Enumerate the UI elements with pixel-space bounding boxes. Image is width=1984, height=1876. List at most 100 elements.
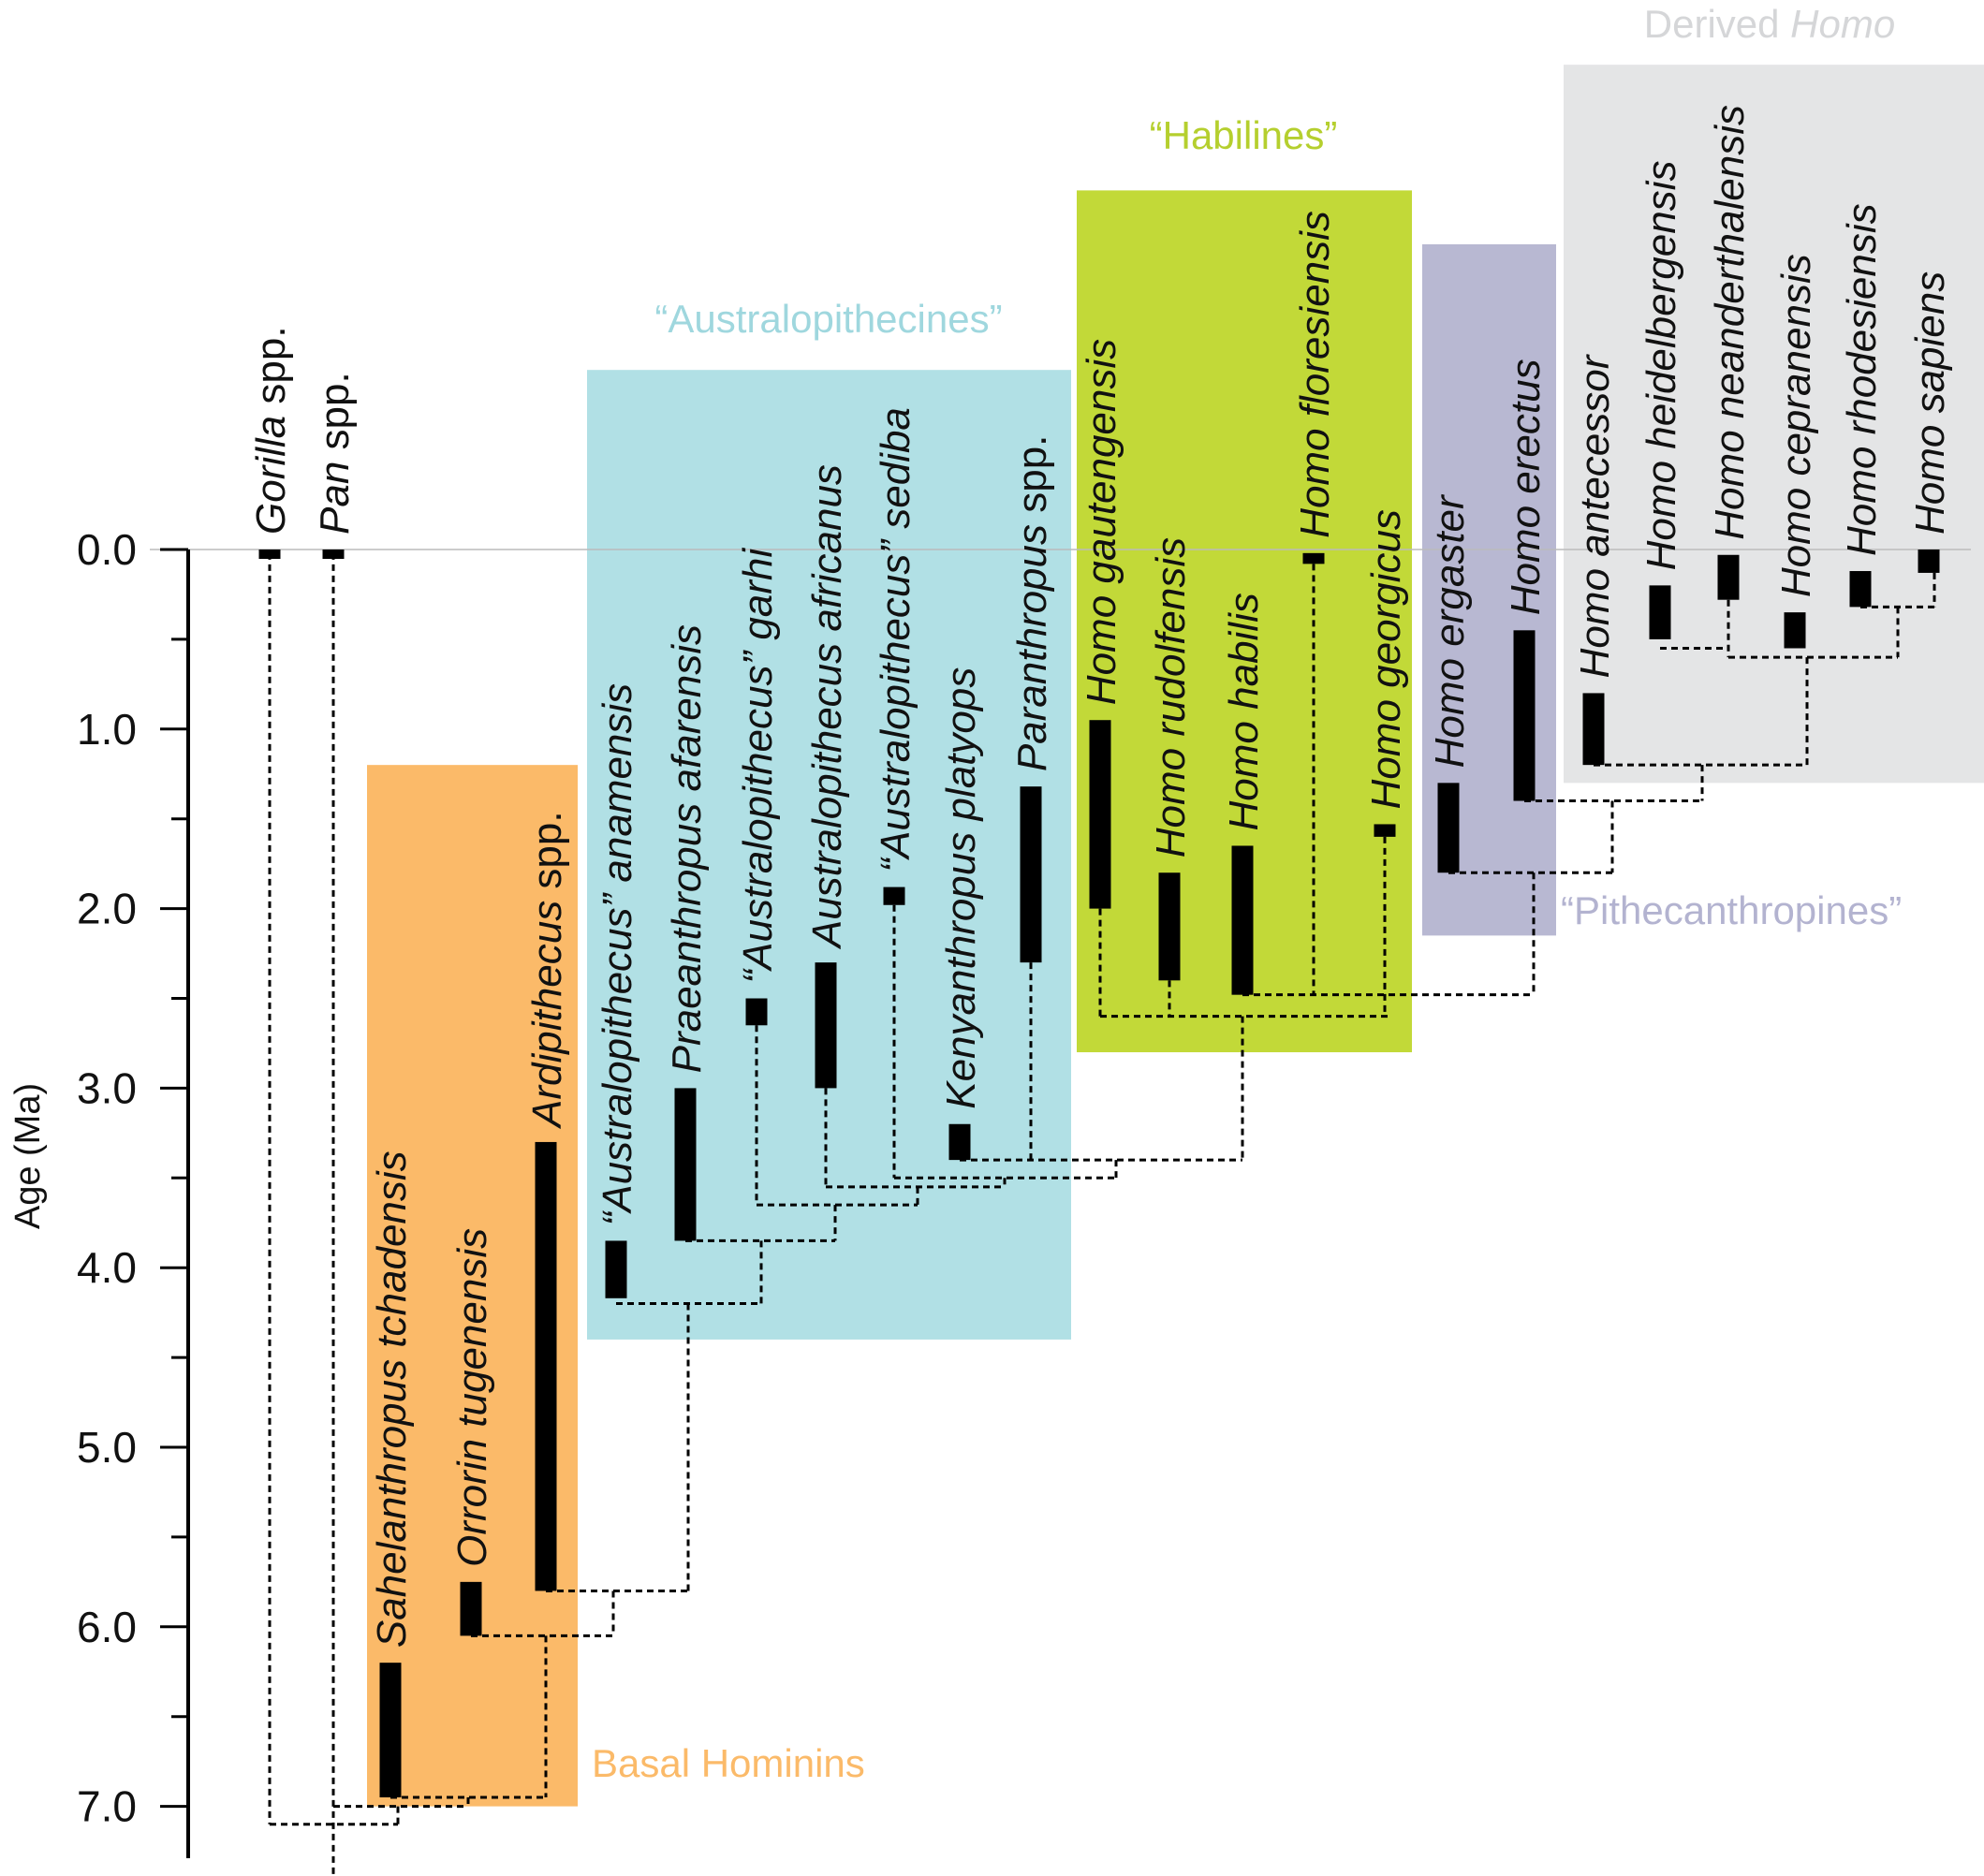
taxon-label-part: Homo erectus [1503, 359, 1549, 615]
group-box-derived_homo [1564, 65, 1984, 784]
taxon-label-part: Homo sapiens [1907, 271, 1953, 535]
taxon-label-part: Homo habilis [1221, 593, 1267, 830]
range-bar-rudolfensis [1158, 872, 1181, 981]
taxon-label-part: Pan [312, 462, 358, 535]
y-tick-label: 2.0 [77, 885, 137, 933]
taxon-label-part: Sahelanthropus tchadensis [369, 1151, 415, 1648]
taxon-label-part: Australopithecus africanus [804, 464, 850, 950]
y-tick-label: 0.0 [77, 525, 137, 574]
y-tick-label: 5.0 [77, 1423, 137, 1472]
range-bar-sediba [883, 887, 905, 905]
taxon-label-part: spp. [1009, 435, 1055, 524]
taxon-label-part: Ardipithecus [524, 901, 570, 1130]
taxon-label-habilis: Homo habilis [1221, 593, 1267, 830]
y-tick-label: 6.0 [77, 1603, 137, 1651]
range-bar-anamensis [605, 1240, 627, 1298]
taxon-label-antecessor: Homo antecessor [1572, 353, 1618, 678]
taxon-label-sediba: “Australopithecus” sediba [873, 407, 919, 872]
range-bar-paranthropus [1020, 786, 1042, 963]
taxon-label-part: spp. [248, 326, 294, 415]
taxon-label-part: Homo floresiensis [1292, 211, 1338, 538]
range-bar-ardipithecus [535, 1141, 557, 1591]
taxon-label-part: Homo gautengensis [1079, 339, 1124, 705]
group-label-part: “Australopithecines” [654, 297, 1002, 341]
taxon-label-part: Homo georgicus [1363, 509, 1409, 809]
range-bar-ergaster [1437, 783, 1460, 873]
taxon-label-heidelbergensis: Homo heidelbergensis [1639, 161, 1684, 571]
taxon-label-rhodesiensis: Homo rhodesiensis [1839, 203, 1885, 556]
group-label-derived_homo: Derived Homo [1644, 2, 1895, 46]
branch-lines [268, 552, 1936, 1876]
taxon-label-rudolfensis: Homo rudolfensis [1148, 537, 1194, 857]
y-axis: 0.0 1.0 2.0 3.0 4.0 5.0 6.0 7.0 [77, 525, 1971, 1858]
taxon-label-garhi: “Australopithecus” garhi [735, 548, 781, 984]
taxon-label-part: Homo cepranensis [1773, 254, 1819, 597]
taxon-label-erectus: Homo erectus [1503, 359, 1549, 615]
range-bar-gorilla [258, 550, 281, 559]
taxon-label-ergaster: Homo ergaster [1427, 493, 1473, 768]
taxon-label-part: Homo antecessor [1572, 353, 1618, 678]
taxon-label-floresiensis: Homo floresiensis [1292, 211, 1338, 538]
range-bar-sapiens [1918, 550, 1940, 573]
range-bar-antecessor [1582, 693, 1605, 766]
range-bar-gautengensis [1089, 720, 1111, 909]
taxon-label-part: Homo rhodesiensis [1839, 203, 1885, 556]
range-bar-platyops [948, 1123, 971, 1161]
taxon-labels: Gorilla spp.Pan spp.Sahelanthropus tchad… [248, 105, 1953, 1648]
taxon-label-part: Homo ergaster [1427, 493, 1473, 768]
taxon-label-part: Homo rudolfensis [1148, 537, 1194, 857]
taxon-label-orrorin: Orrorin tugenensis [449, 1228, 495, 1567]
taxon-label-sapiens: Homo sapiens [1907, 271, 1953, 535]
taxon-label-part: spp. [312, 372, 358, 461]
taxon-label-part: “Australopithecus” anamensis [595, 683, 640, 1226]
group-label-australopithecines: “Australopithecines” [654, 297, 1002, 341]
group-label-pithecanthropines: “Pithecanthropines” [1561, 888, 1902, 932]
taxon-label-part: spp. [524, 811, 570, 900]
y-tick-label: 1.0 [77, 705, 137, 754]
group-labels: Basal Hominins “Australopithecines” “Habil… [592, 2, 1902, 1785]
taxon-label-africanus: Australopithecus africanus [804, 464, 850, 950]
taxon-label-part: “Australopithecus” garhi [735, 548, 781, 984]
range-bar-georgicus [1374, 824, 1396, 837]
y-tick-label: 7.0 [77, 1782, 137, 1831]
taxon-label-pan: Pan spp. [312, 372, 358, 535]
taxon-label-part: Praeanthropus afarensis [664, 624, 710, 1073]
taxon-label-gautengensis: Homo gautengensis [1079, 339, 1124, 705]
group-label-part: “Habilines” [1150, 113, 1338, 157]
taxon-label-part: Gorilla [248, 416, 294, 535]
range-bar-pan [322, 550, 345, 559]
range-bar-cepranensis [1784, 612, 1806, 649]
taxon-label-sahelanthropus: Sahelanthropus tchadensis [369, 1151, 415, 1648]
taxon-label-gorilla: Gorilla spp. [248, 326, 294, 535]
group-label-part: Homo [1790, 2, 1895, 46]
y-axis-title: Age (Ma) [8, 1083, 48, 1229]
group-label-part: Derived [1644, 2, 1790, 46]
group-label-basal: Basal Hominins [592, 1741, 865, 1785]
group-boxes [367, 65, 1984, 1807]
range-bar-erectus [1513, 630, 1536, 801]
taxon-label-part: Orrorin tugenensis [449, 1228, 495, 1567]
taxon-label-anamensis: “Australopithecus” anamensis [595, 683, 640, 1226]
y-tick-label: 4.0 [77, 1243, 137, 1292]
group-label-part: Basal Hominins [592, 1741, 865, 1785]
taxon-label-platyops: Kenyanthropus platyops [938, 667, 984, 1109]
range-bar-garhi [745, 998, 768, 1026]
taxon-label-ardipithecus: Ardipithecus spp. [524, 811, 570, 1130]
range-bar-rhodesiensis [1849, 571, 1872, 608]
taxon-label-neanderthalensis: Homo neanderthalensis [1707, 105, 1753, 540]
range-bar-habilis [1231, 845, 1254, 995]
taxon-label-afarensis: Praeanthropus afarensis [664, 624, 710, 1073]
taxon-label-cepranensis: Homo cepranensis [1773, 254, 1819, 597]
y-tick-label: 3.0 [77, 1063, 137, 1112]
range-bar-heidelbergensis [1649, 585, 1671, 639]
group-label-habilines: “Habilines” [1150, 113, 1338, 157]
range-bar-orrorin [460, 1581, 482, 1636]
taxon-label-part: Paranthropus [1009, 524, 1055, 771]
taxon-label-part: “Australopithecus” sediba [873, 407, 919, 872]
range-bar-afarensis [674, 1088, 697, 1241]
taxon-label-part: Homo heidelbergensis [1639, 161, 1684, 571]
range-bar-neanderthalensis [1717, 554, 1740, 600]
taxon-label-part: Kenyanthropus platyops [938, 667, 984, 1109]
taxon-label-georgicus: Homo georgicus [1363, 509, 1409, 809]
